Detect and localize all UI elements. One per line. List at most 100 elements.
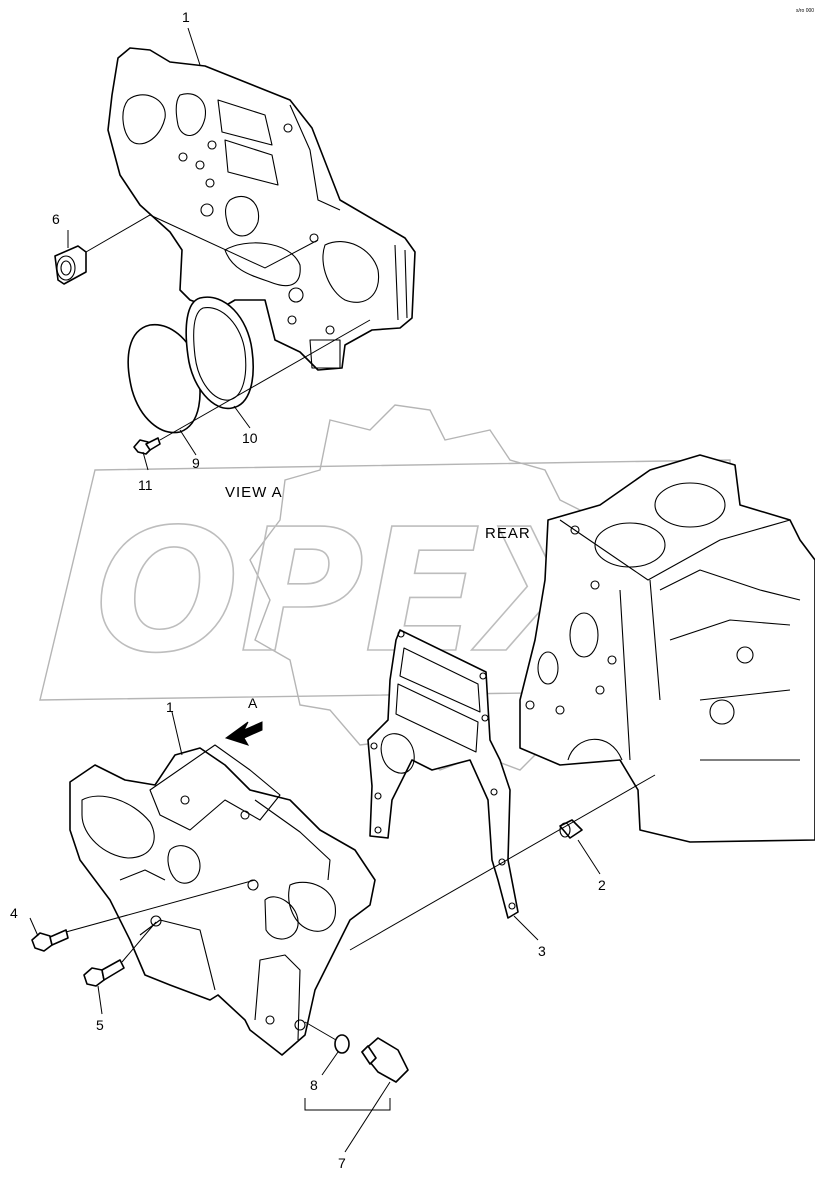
gasket-part-10	[185, 296, 254, 410]
rear-caption: REAR	[485, 525, 531, 542]
plug-7-head	[361, 1037, 409, 1083]
o-ring-part-8	[334, 1034, 350, 1054]
block-bolt-hole	[570, 525, 580, 535]
gear-case-front-bolt-hole	[180, 795, 190, 805]
block-front-edge	[619, 579, 661, 761]
callout-11: 11	[138, 477, 153, 493]
gear-case-rear-rib	[289, 104, 341, 211]
assembly-line-dowel	[349, 774, 656, 951]
front-gasket-outline	[367, 629, 519, 919]
bottom-leader-lines	[29, 711, 656, 1153]
block-bolt-hole	[555, 705, 565, 715]
dowel-body	[559, 819, 583, 839]
gear-case-front-bolt-hole	[240, 810, 250, 820]
direction-arrow-icon	[224, 721, 263, 746]
gear-case-front-bore-right	[288, 881, 336, 932]
callout-8: 8	[310, 1077, 318, 1093]
gear-case-rear-bolt-hole	[200, 203, 214, 217]
leader-5	[97, 985, 103, 1015]
callout-3: 3	[538, 943, 546, 959]
callout-1-top: 1	[182, 9, 190, 25]
view-a-arrow	[224, 721, 263, 746]
gear-case-rear-bolt-hole	[288, 287, 304, 303]
gasket-hole	[508, 902, 516, 910]
gear-case-front-bolt-hole	[294, 1019, 306, 1031]
gear-case-rear-hole-center	[225, 195, 260, 237]
gasket-hole	[374, 826, 382, 834]
plug-part-6	[54, 245, 87, 285]
gear-case-rear-bolt-hole	[207, 140, 217, 150]
gasket-window-round	[380, 733, 415, 774]
plug-face	[56, 255, 76, 281]
leader-11	[142, 451, 149, 471]
gasket-hole	[370, 742, 378, 750]
gasket-part-3	[367, 629, 519, 919]
assembly-line-plug	[85, 214, 319, 269]
plug-socket	[60, 260, 72, 276]
gear-case-front	[69, 744, 376, 1056]
block-bore-small	[537, 651, 559, 685]
leader-1-top	[187, 27, 201, 66]
gear-case-rear-boss	[309, 339, 341, 369]
bolt-part-11	[133, 437, 161, 455]
bolt-part-5	[83, 959, 125, 987]
gasket-hole	[481, 714, 489, 722]
callout-4: 4	[10, 905, 18, 921]
block-bolt-hole	[595, 685, 605, 695]
gear-case-rear-window-lower	[224, 139, 279, 186]
engine-block	[519, 454, 815, 843]
corner-code: s/ro 000	[796, 8, 814, 14]
gear-case-front-leg	[254, 954, 301, 1041]
bolt-5-shank	[101, 959, 125, 981]
block-boss-small	[736, 646, 754, 664]
bolt-4-head	[31, 932, 53, 952]
leader-3	[513, 915, 539, 941]
gear-case-rear-window-upper	[217, 99, 273, 146]
leader-1-bottom	[171, 711, 183, 756]
assembly-line-bolt-4	[65, 879, 256, 933]
gear-case-front-bore-left	[81, 795, 155, 859]
block-bolt-hole	[590, 580, 600, 590]
gear-case-front-window	[167, 845, 201, 884]
callout-6: 6	[52, 211, 60, 227]
gear-case-rear-hole-left	[122, 94, 166, 145]
assembly-line-o-ring	[304, 1021, 337, 1041]
block-boss	[709, 699, 735, 725]
leader-10	[233, 405, 251, 429]
engine-block-body	[519, 454, 815, 843]
block-bolt-hole	[607, 655, 617, 665]
gear-case-rear-hole-mid	[175, 93, 206, 136]
block-bore-cam	[569, 612, 599, 658]
plug-7-thread	[361, 1045, 377, 1065]
plug-part-7	[361, 1037, 409, 1083]
cylinder-bore-2	[654, 482, 726, 528]
gear-case-rear-flange	[394, 244, 408, 321]
leader-8	[321, 1051, 339, 1076]
gear-case-rear-bolt-hole	[205, 178, 215, 188]
gasket-hole	[374, 792, 382, 800]
gasket-hole	[397, 630, 405, 638]
bracket-7	[304, 1098, 391, 1111]
gear-case-rear-bolt-hole	[287, 315, 297, 325]
gear-case-front-boss	[264, 896, 299, 940]
callout-7: 7	[338, 1155, 346, 1171]
assembly-line-bolt-5	[121, 921, 157, 963]
gear-case-rear-bore-large	[224, 242, 301, 287]
gasket-hole	[479, 672, 487, 680]
leader-4	[29, 917, 39, 937]
gear-case-front-bolt-hole	[265, 1015, 275, 1025]
gear-case-front-rib-upper	[149, 744, 281, 831]
callout-1-bottom: 1	[166, 699, 174, 715]
leader-9	[179, 429, 197, 456]
block-bolt-hole	[525, 700, 535, 710]
assembly-line-bolt	[159, 319, 371, 441]
leader-2	[577, 839, 601, 875]
gear-case-rear-bolt-hole	[325, 325, 335, 335]
bolt-shank	[145, 437, 161, 451]
bolt-part-4	[31, 929, 69, 952]
callout-10: 10	[242, 430, 258, 446]
gear-case-rear-bolt-hole	[178, 152, 188, 162]
gasket-hole	[498, 858, 506, 866]
gear-case-rear-bolt-hole	[283, 123, 293, 133]
